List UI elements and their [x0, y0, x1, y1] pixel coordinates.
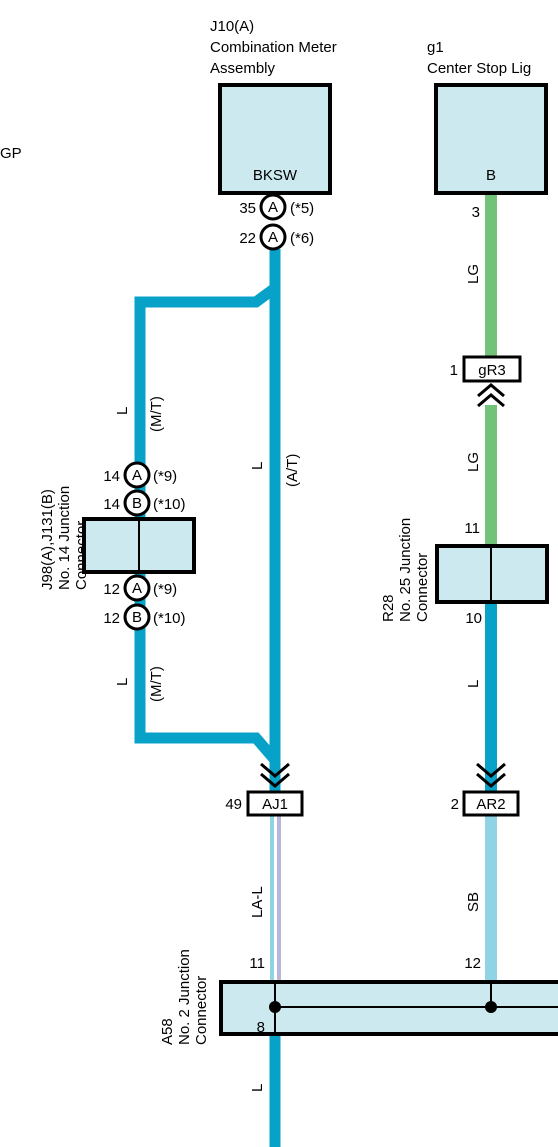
j10-box: [218, 83, 332, 195]
pin-a58-12: 12: [464, 955, 481, 972]
ar2-connector: [462, 790, 520, 817]
wire-label-l-mt-top: L: [114, 407, 131, 415]
j98-name-2: No. 14 Junction: [56, 486, 73, 590]
r28-name-2: No. 25 Junction: [397, 518, 414, 622]
note-9-bottom: (*9): [153, 581, 177, 598]
wire-label-lg-top: LG: [465, 264, 482, 284]
wire-label-la-l: LA-L: [249, 886, 266, 918]
gr3-chevron-up-icon: [477, 383, 505, 398]
pin-a58-11: 11: [249, 955, 265, 972]
j10-name-1: J10(A): [210, 18, 254, 35]
pin-j98-12b: 12: [103, 610, 120, 627]
aj1-chevron-down-icon-2: [260, 772, 290, 788]
gr3-label: gR3: [478, 362, 506, 379]
j98-name-1: J98(A),J131(B): [39, 489, 56, 590]
ar2-chevron-down-icon: [476, 762, 506, 778]
pin-j10-22: 22: [239, 230, 256, 247]
j10-circle-a-35-text: A: [268, 199, 278, 216]
wire-label-l-mt-bottom: L: [114, 678, 131, 686]
pin-ar2-2: 2: [451, 796, 459, 813]
aj1-connector: [246, 790, 304, 817]
j98-circle-a-12-text: A: [132, 580, 142, 597]
pin-a58-8: 8: [257, 1019, 265, 1036]
gp-label: GP: [0, 145, 22, 162]
pin-g1-3: 3: [472, 204, 480, 221]
a58-left-junction: [269, 1001, 281, 1013]
pin-aj1-49: 49: [225, 796, 242, 813]
g1-terminal-label: B: [486, 167, 496, 184]
pin-r28-11: 11: [464, 520, 480, 537]
g1-name-2: Center Stop Lig: [427, 60, 531, 77]
ar2-chevron-down-icon-2: [476, 772, 506, 788]
pin-gr3-1: 1: [450, 362, 458, 379]
note-10-bottom: (*10): [153, 610, 186, 627]
r28-name-3: Connector: [414, 553, 431, 622]
j10-circle-a-22: [259, 223, 287, 251]
note-10-top: (*10): [153, 496, 186, 513]
j10-circle-a-35: [259, 193, 287, 221]
wire-label-at: (A/T): [284, 454, 301, 487]
wire-label-l-r28: L: [465, 680, 482, 688]
j98-circle-b-12-text: B: [132, 609, 142, 626]
j98-circle-a-14: [123, 461, 151, 489]
ar2-label: AR2: [476, 796, 505, 813]
note-9-top: (*9): [153, 468, 177, 485]
a58-name-1: A58: [159, 1018, 176, 1045]
note-5: (*5): [290, 200, 314, 217]
j98-name-3: Connector: [73, 521, 90, 590]
pin-j98-14a: 14: [103, 468, 120, 485]
aj1-chevron-down-icon: [260, 762, 290, 778]
pin-j10-35: 35: [239, 200, 256, 217]
pin-j98-14b: 14: [103, 496, 120, 513]
j10-circle-a-22-text: A: [268, 229, 278, 246]
wire-label-l-at: L: [249, 462, 266, 470]
j10-name-3: Assembly: [210, 60, 276, 77]
j98-circle-b-14: [123, 489, 151, 517]
g1-name-1: g1: [427, 39, 444, 56]
pin-r28-10: 10: [465, 610, 482, 627]
j98-circle-b-12: [123, 603, 151, 631]
gr3-connector: [462, 355, 522, 383]
pin-j98-12a: 12: [103, 581, 120, 598]
aj1-label: AJ1: [262, 796, 288, 813]
note-6: (*6): [290, 230, 314, 247]
j98-circle-a-12: [123, 574, 151, 602]
a58-name-3: Connector: [193, 976, 210, 1045]
a58-name-2: No. 2 Junction: [176, 949, 193, 1045]
r28-name-1: R28: [380, 594, 397, 622]
j10-name-2: Combination Meter: [210, 39, 337, 56]
wire-label-sb: SB: [465, 892, 482, 912]
gr3-chevron-up-icon-2: [477, 393, 505, 408]
wire-label-lg-mid: LG: [465, 452, 482, 472]
wire-label-mt-bottom: (M/T): [148, 666, 165, 702]
j98-circle-b-14-text: B: [132, 495, 142, 512]
wire-label-mt-top: (M/T): [148, 396, 165, 432]
g1-box: [434, 83, 548, 195]
j98-circle-a-14-text: A: [132, 467, 142, 484]
a58-right-junction: [485, 1001, 497, 1013]
j10-terminal-label: BKSW: [253, 167, 298, 184]
wire-label-l-bottom: L: [249, 1084, 266, 1092]
